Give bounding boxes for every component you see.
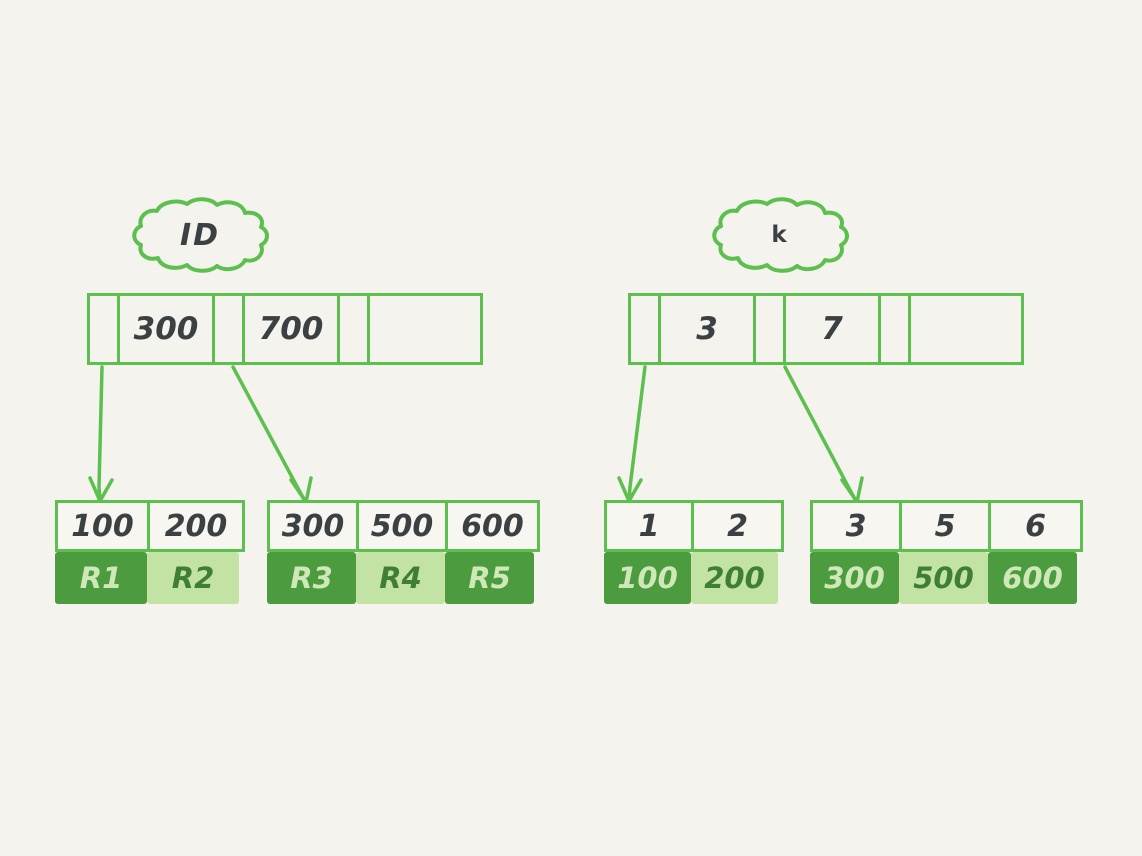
leaf-keys-row: 3 5 6	[810, 500, 1083, 552]
record-block: 200	[691, 552, 778, 604]
arrow-k-ptr0	[627, 365, 647, 502]
record-block: R3	[267, 552, 356, 604]
leaf-node-k-1: 3 5 6 300 500 600	[810, 500, 1083, 604]
leaf-key-cell: 300	[270, 503, 359, 549]
internal-key-cell-2	[911, 296, 1021, 362]
internal-pointer-cell-2[interactable]	[881, 296, 911, 362]
leaf-keys-row: 1 2	[604, 500, 784, 552]
arrow-id-ptr1-head	[289, 476, 313, 504]
callout-bubble-id: ID	[125, 195, 275, 275]
leaf-node-id-1: 300 500 600 R3 R4 R5	[267, 500, 540, 604]
internal-key-cell-1: 700	[245, 296, 340, 362]
record-block: R1	[55, 552, 147, 604]
cloud-shape-icon	[712, 197, 849, 273]
arrow-id-ptr0-head	[88, 476, 114, 503]
leaf-key-cell: 500	[359, 503, 448, 549]
record-block: R2	[147, 552, 239, 604]
callout-bubble-k: k	[705, 195, 855, 275]
internal-pointer-cell-1[interactable]	[756, 296, 786, 362]
leaf-key-cell: 100	[58, 503, 150, 549]
callout-label-k: k	[771, 222, 789, 248]
leaf-key-cell: 1	[607, 503, 694, 549]
leaf-keys-row: 100 200	[55, 500, 245, 552]
leaf-records-row: R3 R4 R5	[267, 552, 540, 604]
internal-key-cell-0: 300	[120, 296, 215, 362]
internal-key-cell-1: 7	[786, 296, 881, 362]
internal-node-id: 300 700	[87, 293, 483, 365]
record-block: 500	[899, 552, 988, 604]
leaf-records-row: R1 R2	[55, 552, 245, 604]
leaf-key-cell: 200	[164, 508, 228, 544]
leaf-records-row: 300 500 600	[810, 552, 1083, 604]
internal-pointer-cell-0[interactable]	[90, 296, 120, 362]
internal-pointer-cell-0[interactable]	[631, 296, 661, 362]
leaf-node-id-0: 100 200 R1 R2	[55, 500, 245, 604]
arrow-k-ptr1-head	[840, 476, 864, 504]
internal-key-cell-0: 3	[661, 296, 756, 362]
leaf-key-cell: 2	[727, 508, 748, 544]
leaf-key-cell: 3	[813, 503, 902, 549]
arrow-id-ptr0	[97, 365, 104, 502]
record-block: R4	[356, 552, 445, 604]
internal-node-k: 3 7	[628, 293, 1024, 365]
cloud-shape-icon	[132, 197, 269, 273]
leaf-key-cell: 6	[1025, 508, 1046, 544]
record-block: 600	[988, 552, 1077, 604]
arrow-id-ptr1	[231, 365, 307, 503]
leaf-keys-row: 300 500 600	[267, 500, 540, 552]
leaf-key-cell: 600	[461, 508, 524, 544]
arrow-k-ptr1	[783, 365, 858, 503]
record-block: R5	[445, 552, 534, 604]
internal-pointer-cell-1[interactable]	[215, 296, 245, 362]
leaf-node-k-0: 1 2 100 200	[604, 500, 784, 604]
record-block: 300	[810, 552, 899, 604]
internal-key-cell-2	[370, 296, 480, 362]
arrow-k-ptr0-head	[617, 476, 643, 503]
internal-pointer-cell-2[interactable]	[340, 296, 370, 362]
leaf-records-row: 100 200	[604, 552, 784, 604]
callout-label-id: ID	[179, 217, 221, 253]
leaf-key-cell: 5	[902, 503, 991, 549]
record-block: 100	[604, 552, 691, 604]
